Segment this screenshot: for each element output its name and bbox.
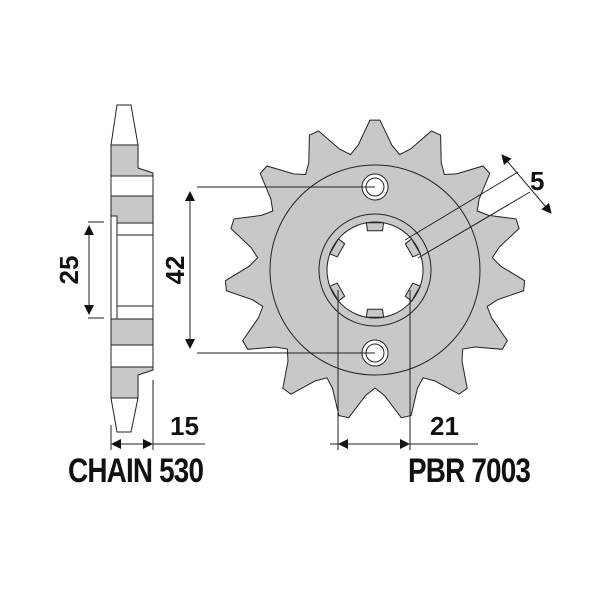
- dim-5: [404, 154, 552, 259]
- chain-label: CHAIN 530: [68, 452, 204, 490]
- side-view: [110, 104, 154, 433]
- dim-42: [185, 186, 375, 354]
- spline-teeth: [329, 222, 421, 318]
- dim-15-label: 15: [170, 411, 199, 441]
- dim-21-label: 21: [430, 411, 459, 441]
- spline-tooth: [404, 282, 421, 302]
- dim-15: [110, 380, 205, 450]
- dim-5-label: 5: [530, 166, 544, 196]
- dim-42-label: 42: [160, 256, 190, 285]
- spline-tooth: [329, 238, 346, 258]
- dim-21: [330, 290, 478, 450]
- hub-ring: [269, 164, 481, 376]
- dim-25: [84, 221, 104, 319]
- dim-25-label: 25: [54, 256, 84, 285]
- spline-tooth: [365, 308, 385, 318]
- part-number-label: PBR 7003: [408, 452, 531, 490]
- spline-bore: [326, 221, 424, 319]
- spline-tooth: [404, 238, 421, 258]
- front-view: [224, 119, 526, 419]
- spline-tooth: [365, 222, 385, 232]
- spline-tooth: [329, 282, 346, 302]
